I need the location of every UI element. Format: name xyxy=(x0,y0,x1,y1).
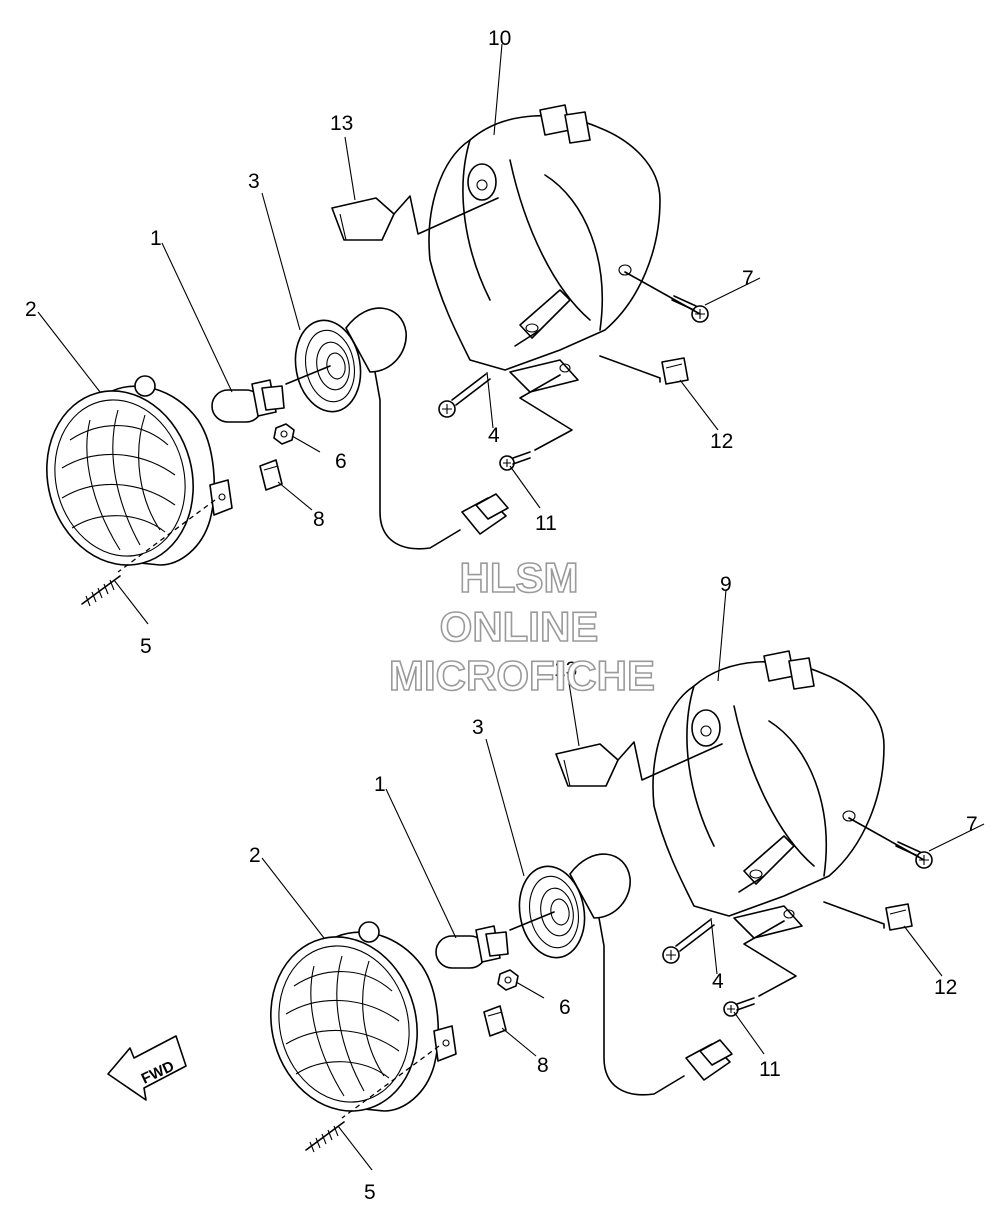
callout-8: 8 xyxy=(537,1054,549,1077)
callout-1: 1 xyxy=(374,773,386,796)
callout-11: 11 xyxy=(759,1058,781,1081)
callout-11: 11 xyxy=(535,512,557,535)
callout-12: 12 xyxy=(934,976,957,999)
fwd-arrow-icon: FWD xyxy=(107,1035,187,1101)
upper-headlight-assembly: 1 2 3 4 5 6 7 8 10 11 12 13 xyxy=(25,27,761,658)
callout-5: 5 xyxy=(140,635,152,658)
callout-4: 4 xyxy=(488,424,500,447)
callout-13: 13 xyxy=(330,112,353,135)
callout-10: 10 xyxy=(488,27,511,50)
watermark-line-2: ONLINE xyxy=(440,603,599,650)
lower-headlight-assembly: 1 2 3 4 5 6 7 8 9 11 12 13 xyxy=(249,573,985,1204)
callout-8: 8 xyxy=(313,508,325,531)
callout-4: 4 xyxy=(712,970,724,993)
callout-1: 1 xyxy=(150,227,162,250)
watermark-line-1: HLSM xyxy=(460,554,579,601)
callout-9: 9 xyxy=(720,573,732,596)
callout-13: 13 xyxy=(554,658,577,681)
watermark-line-3: MICROFICHE xyxy=(389,652,655,699)
callout-6: 6 xyxy=(335,450,347,473)
callout-3: 3 xyxy=(248,170,260,193)
watermark: HLSM ONLINE MICROFICHE xyxy=(388,553,656,700)
callout-5: 5 xyxy=(364,1181,376,1204)
callout-7: 7 xyxy=(966,813,978,836)
callout-6: 6 xyxy=(559,996,571,1019)
callout-12: 12 xyxy=(710,430,733,453)
callout-7: 7 xyxy=(742,267,754,290)
callout-3: 3 xyxy=(472,716,484,739)
callout-2: 2 xyxy=(249,844,261,867)
callout-2: 2 xyxy=(25,298,37,321)
